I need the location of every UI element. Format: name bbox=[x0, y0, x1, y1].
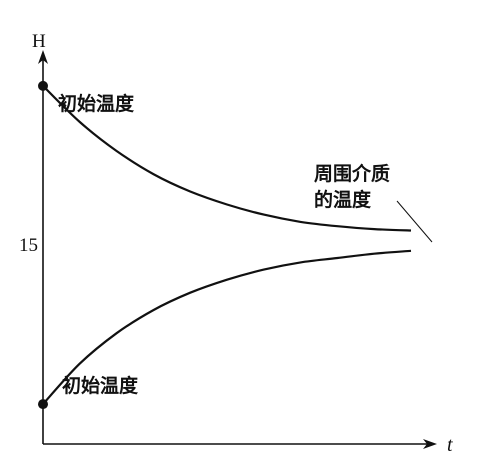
start-point-bottom bbox=[38, 399, 48, 410]
x-axis-arrow bbox=[423, 439, 437, 449]
y-tick-labels: 15 bbox=[19, 235, 38, 256]
annotations: 初始温度 初始温度 周围介质 的温度 bbox=[58, 92, 433, 397]
y-axis-arrow bbox=[38, 50, 48, 64]
annotation-ambient-line1: 周围介质 bbox=[314, 162, 390, 185]
annotation-initial-bottom: 初始温度 bbox=[62, 374, 139, 397]
annotation-leader-line bbox=[396, 200, 433, 243]
series-line-cooling bbox=[42, 85, 412, 232]
y-tick-label: 15 bbox=[19, 235, 38, 256]
start-point-top bbox=[38, 80, 48, 91]
y-axis-label: H bbox=[32, 31, 46, 52]
x-axis-label: t bbox=[447, 434, 453, 456]
series-line-warming bbox=[42, 249, 412, 405]
annotation-initial-top: 初始温度 bbox=[58, 92, 135, 115]
x-axis: t bbox=[43, 434, 453, 456]
y-axis: H bbox=[32, 31, 48, 444]
annotation-ambient-line2: 的温度 bbox=[314, 188, 372, 211]
series bbox=[38, 80, 412, 410]
